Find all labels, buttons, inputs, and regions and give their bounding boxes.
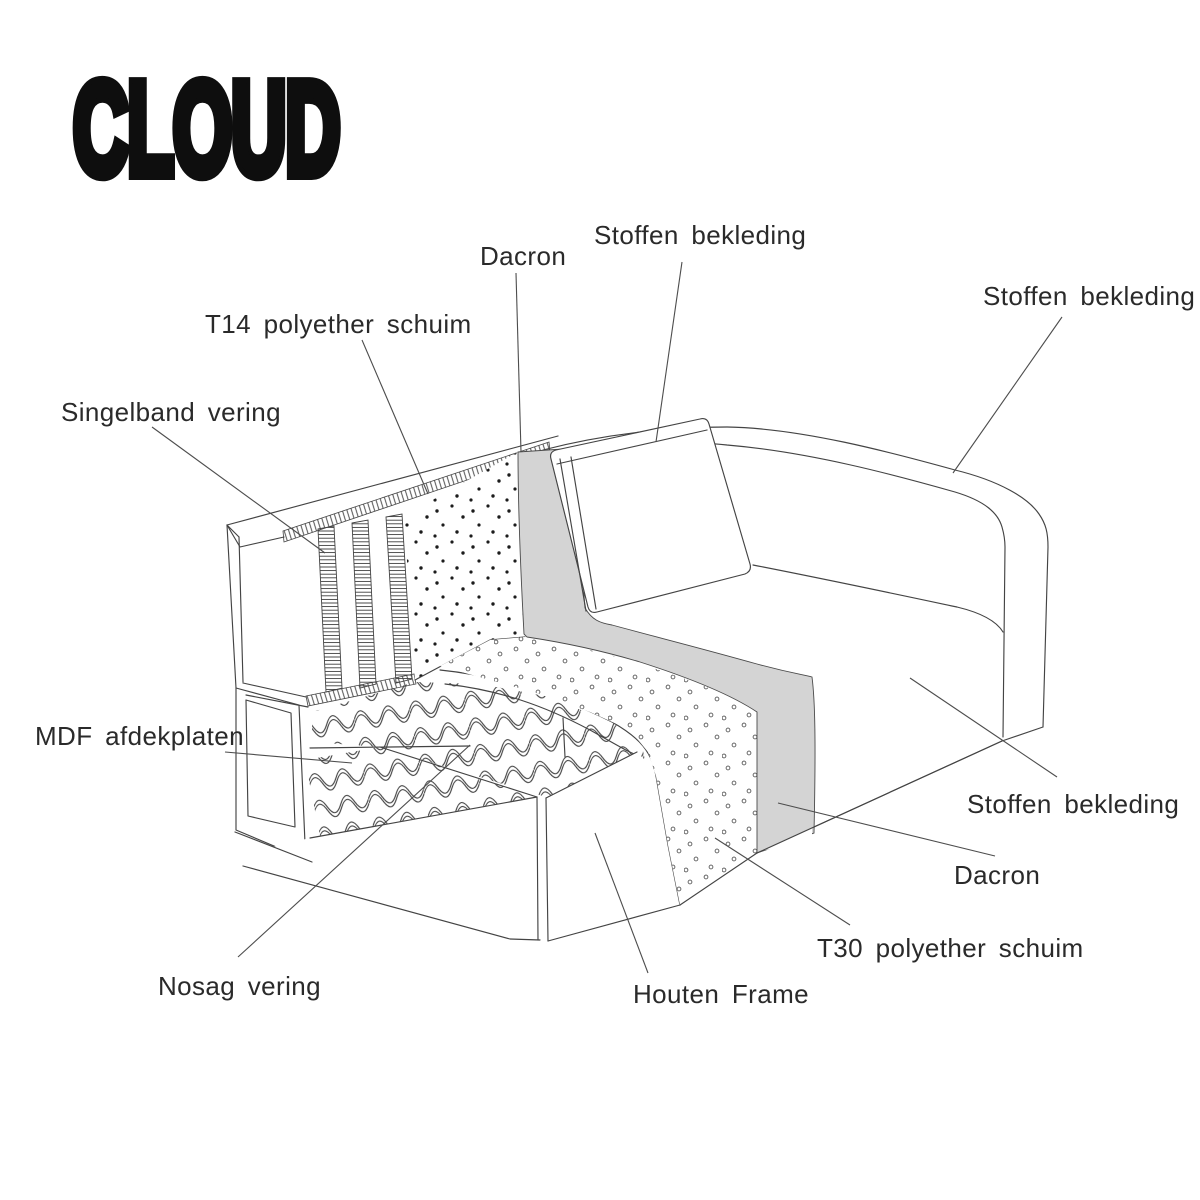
label-t14-polyether-schuim: T14 polyether schuim [205,309,472,339]
labels: Stoffen bekleding Dacron T14 polyether s… [35,220,1195,1009]
label-mdf-afdekplaten: MDF afdekplaten [35,721,244,751]
webbing-straps [317,513,413,693]
label-dacron-top: Dacron [480,241,566,271]
label-houten-frame: Houten Frame [633,979,809,1009]
seat-frame-box [234,669,681,942]
springs [305,682,648,836]
label-singelband-vering: Singelband vering [61,397,281,427]
label-stoffen-bekleding-bottom-right: Stoffen bekleding [967,789,1179,819]
back-cushion [549,417,752,614]
label-t30-polyether-schuim: T30 polyether schuim [817,933,1084,963]
label-dacron-bottom-right: Dacron [954,860,1040,890]
label-stoffen-bekleding-top: Stoffen bekleding [594,220,806,250]
label-stoffen-bekleding-right: Stoffen bekleding [983,281,1195,311]
t30-foam [440,637,758,906]
leader-lines [151,261,1063,974]
page-title: CLOUD [68,50,345,207]
label-nosag-vering: Nosag vering [158,971,321,1001]
svg-text:CLOUD: CLOUD [73,54,339,202]
back-frame [226,435,559,863]
t14-foam [404,452,526,681]
dacron-band [517,447,1003,854]
